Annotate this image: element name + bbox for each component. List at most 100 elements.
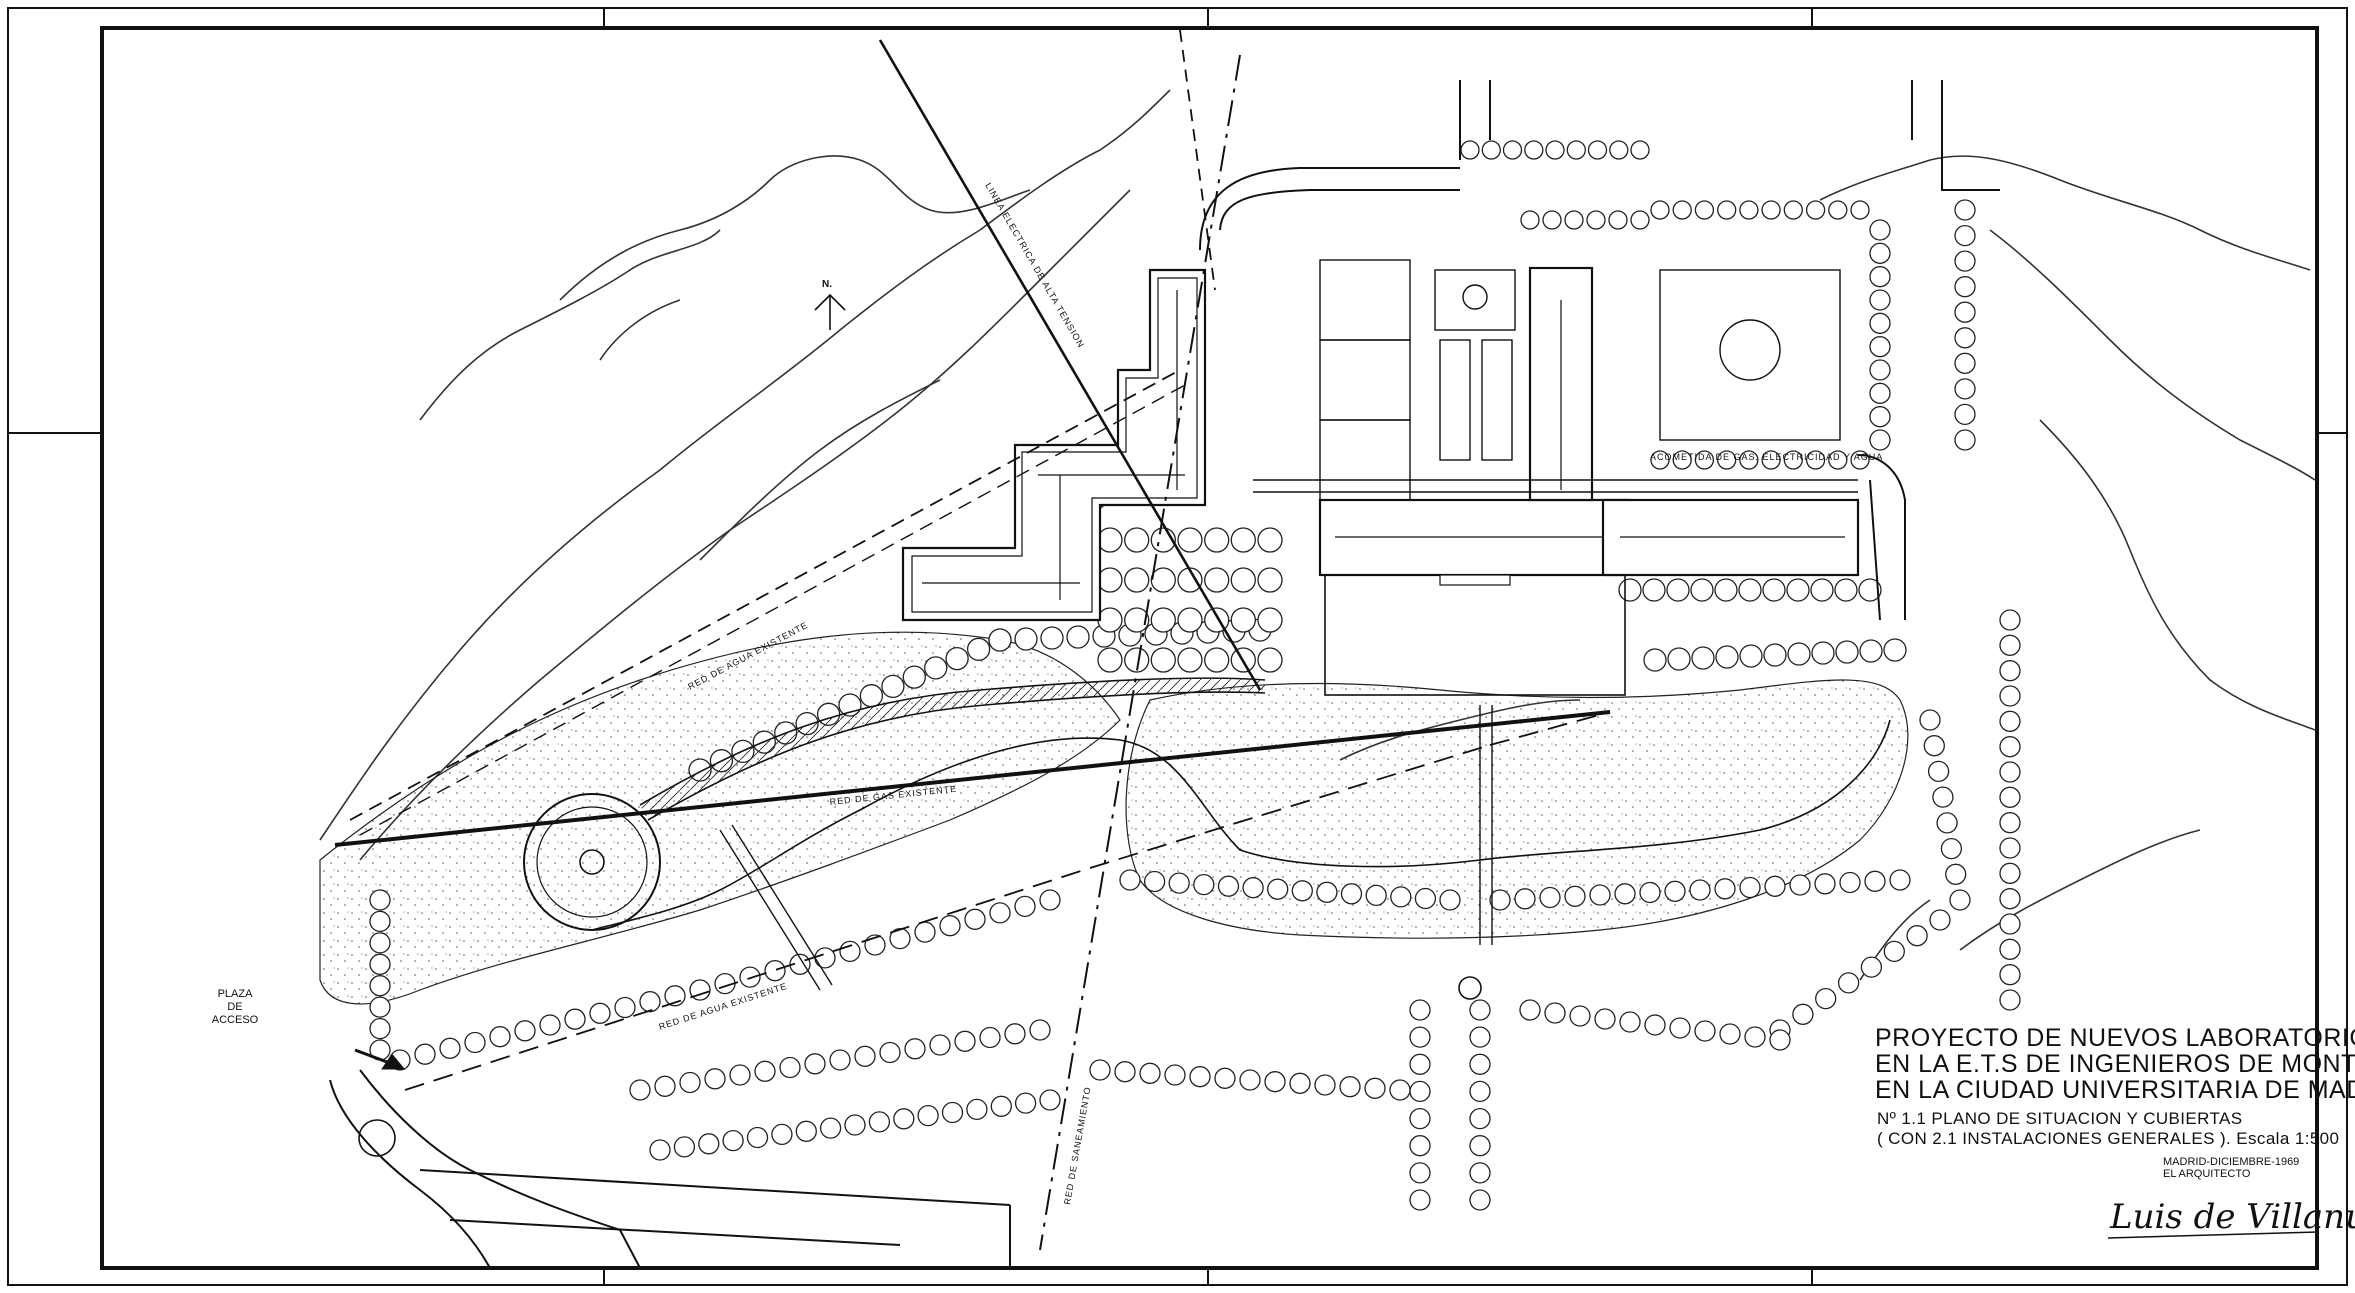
tree-icon	[1097, 607, 1123, 633]
sheet-number-line1: Nº 1.1 PLANO DE SITUACION Y CUBIERTAS	[1877, 1109, 2243, 1128]
tree-icon	[1124, 567, 1150, 593]
tree-icon	[1999, 812, 2021, 834]
tree-icon	[539, 1014, 561, 1036]
tree-icon	[1409, 1107, 1431, 1130]
tree-icon	[1739, 644, 1763, 668]
tree-icon	[1524, 140, 1544, 160]
tree-icon	[1390, 886, 1412, 908]
tree-icon	[829, 1049, 851, 1071]
tree-icon	[1739, 450, 1759, 470]
tree-icon	[1769, 1029, 1791, 1051]
title-block: PROYECTO DE NUEVOS LABORATORIOS EN LA E.…	[1875, 1024, 2355, 1239]
pergola	[640, 678, 1265, 820]
tree-icon	[1124, 527, 1150, 553]
tree-icon	[1519, 999, 1541, 1021]
garden-ground	[319, 631, 1909, 1005]
tree-icon	[1089, 1059, 1111, 1081]
formal-garden	[1319, 259, 1841, 501]
tree-icon	[1949, 889, 1971, 911]
tree-icon	[1694, 450, 1715, 470]
tree-icon	[1805, 450, 1826, 470]
tree-icon	[954, 1030, 976, 1052]
tree-icon	[795, 1120, 817, 1142]
drawing-date: MADRID-DICIEMBRE-1969	[2163, 1156, 2299, 1168]
tree-icon	[369, 932, 391, 954]
tree-icon	[754, 1060, 776, 1082]
sewer-label: RED DE SANEAMIENTO	[1062, 1086, 1093, 1206]
tree-icon	[369, 953, 391, 975]
tree-icon	[414, 1043, 436, 1065]
tree-icon	[1257, 607, 1283, 633]
tree-icon	[1564, 885, 1586, 907]
tree-icon	[1164, 1064, 1186, 1086]
tree-icon	[964, 908, 986, 930]
tree-icon	[1810, 578, 1834, 602]
tree-icon	[1177, 647, 1203, 673]
tree-icon	[1409, 1026, 1431, 1048]
tree-icon	[1143, 870, 1166, 893]
tree-icon	[804, 1053, 826, 1075]
tree-icon	[1883, 638, 1907, 662]
tree-icon	[1124, 647, 1150, 673]
tree-icon	[1469, 999, 1491, 1021]
tree-icon	[989, 902, 1011, 924]
tree-icon	[1858, 578, 1882, 602]
tree-icon	[1859, 639, 1883, 663]
tree-icon	[1589, 884, 1611, 906]
tree-icon	[1828, 200, 1848, 220]
tree-icon	[1954, 327, 1976, 349]
tree-icon	[1193, 873, 1215, 896]
tree-icon	[914, 921, 936, 943]
tree-icon	[1609, 140, 1629, 160]
tree-icon	[689, 979, 711, 1001]
tree-icon	[1177, 607, 1203, 633]
tree-icon	[1715, 645, 1739, 669]
tree-icon	[1139, 1062, 1161, 1084]
tree-icon	[1762, 578, 1786, 602]
tree-icon	[369, 889, 391, 911]
tree-icon	[1177, 527, 1203, 553]
tree-icon	[1923, 735, 1945, 757]
tree-icon	[1999, 964, 2021, 986]
tree-icon	[990, 1095, 1012, 1117]
tree-icon	[1954, 199, 1976, 221]
tree-icon	[1783, 450, 1803, 470]
tree-icon	[1481, 140, 1501, 160]
tree-icon	[1714, 878, 1736, 900]
tree-icon	[1954, 429, 1976, 451]
tree-icon	[1835, 640, 1859, 664]
tree-icon	[1614, 883, 1636, 905]
tree-icon	[1999, 736, 2021, 758]
north-label: N.	[822, 279, 832, 290]
architect-role: EL ARQUITECTO	[2163, 1168, 2251, 1180]
tree-icon	[1761, 200, 1781, 220]
tree-icon	[1014, 1092, 1037, 1114]
tree-icon	[1999, 710, 2021, 732]
tree-icon	[1714, 578, 1738, 602]
tree-icon	[1189, 1066, 1211, 1088]
tree-icon	[1850, 200, 1870, 220]
tree-icon	[1999, 913, 2021, 935]
tree-icon	[1339, 1076, 1361, 1098]
tree-icon	[1414, 887, 1437, 910]
tree-icon	[881, 674, 905, 699]
tree-icon	[1666, 578, 1690, 602]
tree-icon	[679, 1071, 701, 1094]
tree-icon	[819, 1117, 842, 1139]
tree-icon	[1689, 879, 1711, 901]
tree-icon	[1999, 938, 2021, 960]
tree-icon	[1999, 609, 2021, 631]
tree-icon	[1999, 862, 2021, 884]
tree-icon	[369, 1017, 391, 1040]
utility-lines	[334, 29, 1611, 1251]
tree-icon	[1469, 1053, 1491, 1075]
tree-icon	[1039, 889, 1061, 911]
tree-icon	[1954, 301, 1976, 323]
tree-icon	[1694, 1020, 1716, 1042]
tree-icon	[1257, 527, 1283, 553]
tree-icon	[1439, 889, 1461, 911]
tree-icon	[614, 996, 636, 1019]
tree-icon	[945, 646, 969, 671]
architect-signature: Luis de Villanueva	[2109, 1197, 2355, 1237]
